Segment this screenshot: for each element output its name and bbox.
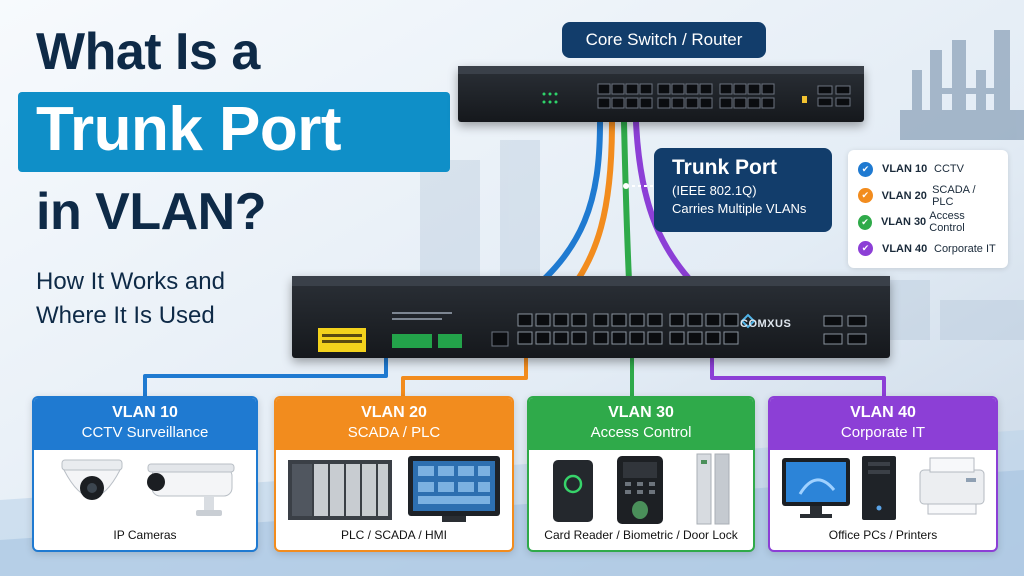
vlan30-devices: Card Reader / Biometric / Door Lock bbox=[544, 528, 738, 542]
vlan40-subtitle: Corporate IT bbox=[840, 424, 926, 441]
trunk-standard: (IEEE 802.1Q) bbox=[672, 183, 757, 198]
subtitle-line-1: How It Works and bbox=[36, 268, 225, 295]
vlan10-subtitle: CCTV Surveillance bbox=[81, 424, 209, 441]
legend-item: ✔ VLAN 30 Access Control bbox=[858, 209, 998, 236]
vlan20-subtitle: SCADA / PLC bbox=[347, 424, 441, 441]
terminal-block bbox=[392, 334, 432, 348]
hmi-monitor-icon bbox=[408, 456, 500, 522]
trunk-title: Trunk Port bbox=[672, 156, 778, 179]
vlan20-devices: PLC / SCADA / HMI bbox=[340, 528, 448, 542]
trunk-description: Carries Multiple VLANs bbox=[672, 201, 807, 216]
vlan30-title: VLAN 30 bbox=[608, 404, 674, 421]
legend-vlan: VLAN 40 bbox=[882, 242, 928, 255]
title-highlight bbox=[18, 92, 450, 172]
core-switch-ports bbox=[597, 83, 851, 109]
vlan10-devices: IP Cameras bbox=[113, 528, 177, 542]
vlan40-panel: VLAN 40 Corporate IT Office PCs / Printe… bbox=[768, 396, 998, 552]
trunk-port-callout: Trunk Port (IEEE 802.1Q) Carries Multipl… bbox=[654, 148, 832, 232]
vlan40-title: VLAN 40 bbox=[850, 404, 916, 421]
legend-item: ✔ VLAN 20 SCADA / PLC bbox=[858, 183, 998, 210]
check-icon: ✔ bbox=[858, 161, 873, 177]
dome-camera-icon bbox=[61, 459, 123, 500]
vlan10-title: VLAN 10 bbox=[112, 404, 178, 421]
legend-label: Corporate IT bbox=[934, 242, 996, 255]
vlan10-panel: VLAN 10 CCTV Surveillance IP Cameras bbox=[32, 396, 258, 552]
brand-label: COMXUS bbox=[740, 318, 792, 330]
core-switch-leds bbox=[542, 92, 558, 104]
terminal-block bbox=[438, 334, 462, 348]
card-reader-icon bbox=[553, 460, 593, 522]
plc-rack-icon bbox=[288, 460, 392, 520]
title-line-1: What Is a bbox=[36, 23, 260, 81]
vlan40-header: VLAN 40 Corporate IT bbox=[770, 398, 996, 450]
vlan30-subtitle: Access Control bbox=[590, 424, 692, 441]
legend-vlan: VLAN 10 bbox=[882, 163, 928, 176]
title-line-2: Trunk Port bbox=[36, 95, 342, 164]
vlan20-panel: VLAN 20 SCADA / PLC PLC / SCADA / HMI bbox=[274, 396, 514, 552]
access-switch-ports bbox=[517, 313, 739, 345]
door-lock-icon bbox=[696, 453, 730, 525]
biometric-icon bbox=[617, 456, 663, 524]
bullet-camera-icon bbox=[147, 463, 235, 516]
check-icon: ✔ bbox=[858, 241, 873, 257]
legend-vlan: VLAN 20 bbox=[881, 189, 927, 202]
core-switch-label: Core Switch / Router bbox=[562, 22, 766, 58]
legend-vlan: VLAN 30 bbox=[880, 216, 927, 229]
legend-label: SCADA / PLC bbox=[932, 183, 976, 208]
subtitle-line-2: Where It Is Used bbox=[36, 302, 215, 329]
tower-pc-icon bbox=[862, 456, 896, 520]
check-icon: ✔ bbox=[858, 214, 872, 230]
vlan20-header: VLAN 20 SCADA / PLC bbox=[276, 398, 512, 450]
core-switch bbox=[458, 66, 864, 122]
desktop-pc-icon bbox=[782, 458, 850, 518]
vlan-legend: ✔ VLAN 10 CCTV ✔ VLAN 20 SCADA / PLC ✔ V… bbox=[848, 150, 1008, 268]
legend-item: ✔ VLAN 10 CCTV bbox=[858, 156, 998, 183]
vlan30-header: VLAN 30 Access Control bbox=[529, 398, 753, 450]
printer-icon bbox=[919, 457, 985, 515]
legend-item: ✔ VLAN 40 Corporate IT bbox=[858, 236, 998, 263]
title-line-3: in VLAN? bbox=[36, 183, 266, 241]
legend-label: Access Control bbox=[929, 210, 965, 235]
vlan30-panel: VLAN 30 Access Control Card Reader / Bio… bbox=[527, 396, 755, 552]
vlan20-title: VLAN 20 bbox=[361, 404, 427, 421]
access-switch bbox=[292, 276, 890, 358]
check-icon: ✔ bbox=[858, 188, 873, 204]
legend-label: CCTV bbox=[934, 163, 964, 176]
vlan10-header: VLAN 10 CCTV Surveillance bbox=[34, 398, 256, 450]
brand-logo-icon bbox=[740, 313, 756, 329]
vlan40-devices: Office PCs / Printers bbox=[828, 528, 938, 542]
industrial-plant-icon bbox=[900, 30, 1024, 140]
